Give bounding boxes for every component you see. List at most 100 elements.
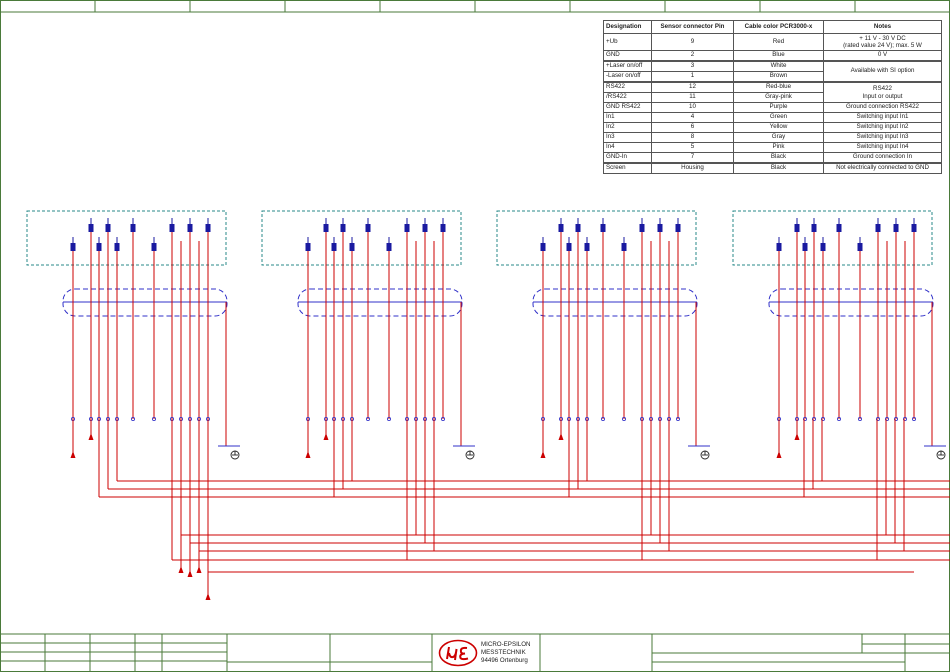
arrow-head — [323, 433, 329, 440]
header-notes: Notes — [823, 20, 942, 34]
connector-body — [305, 243, 311, 251]
cell-pin: 7 — [651, 152, 734, 164]
company-address: MICRO-EPSILON MESSTECHNIK 94496 Ortenbur… — [481, 641, 531, 666]
arrow-head — [70, 451, 76, 458]
table-row: GND-In 7 Black Ground connection In — [603, 152, 942, 164]
connector-body — [811, 224, 817, 232]
cell-pin: 8 — [651, 132, 734, 143]
connector-body — [323, 224, 329, 232]
cell-pin: 4 — [651, 112, 734, 123]
cell-color: Purple — [733, 102, 824, 113]
table-row: Screen Housing Black Not electrically co… — [603, 162, 942, 174]
connector-body — [802, 243, 808, 251]
connector-body — [151, 243, 157, 251]
cell-color: Black — [733, 162, 824, 174]
cell-notes: 0 V — [823, 50, 942, 62]
cell-designation: +Ub — [603, 33, 652, 51]
cell-pin: 9 — [651, 33, 734, 51]
cell-color: Gray — [733, 132, 824, 143]
connector-body — [365, 224, 371, 232]
table-header-row: Designation Sensor connector Pin Cable c… — [603, 20, 942, 34]
connector-body — [600, 224, 606, 232]
cell-notes: Ground connection RS422 — [823, 102, 942, 113]
cell-pin: 10 — [651, 102, 734, 113]
cell-notes: Ground connection In — [823, 152, 942, 164]
notes-line: + 11 V - 30 V DC — [859, 34, 906, 42]
terminal — [912, 416, 917, 421]
cell-designation: RS422 — [603, 81, 652, 93]
sensor-box — [496, 210, 697, 266]
notes-line: (rated value 24 V); max. 5 W — [843, 42, 922, 49]
cell-pin: 1 — [651, 71, 734, 83]
connector-body — [675, 224, 681, 232]
sensor-groups — [26, 210, 946, 460]
connector-body — [331, 243, 337, 251]
arrow-head — [196, 566, 202, 573]
table-row: In2 6 Yellow Switching input In2 — [603, 122, 942, 133]
pin-assignment-table: Designation Sensor connector Pin Cable c… — [603, 20, 942, 174]
cell-pin: 6 — [651, 122, 734, 133]
cell-notes: Switching input In4 — [823, 142, 942, 153]
company-name-line: MESSTECHNIK — [481, 649, 526, 657]
cell-notes: Switching input In3 — [823, 132, 942, 143]
arrow-head — [558, 433, 564, 440]
terminal — [903, 416, 908, 421]
arrow-head — [88, 433, 94, 440]
terminal — [876, 416, 881, 421]
cell-color: Red-blue — [733, 81, 824, 93]
terminal — [676, 416, 681, 421]
arrow-head — [187, 570, 193, 577]
cell-pin: 11 — [651, 92, 734, 103]
header-color: Cable color PCR3000-x — [733, 20, 824, 34]
connector-body — [70, 243, 76, 251]
arrow-head — [794, 433, 800, 440]
table-row: +Ub 9 Red + 11 V - 30 V DC(rated value 2… — [603, 33, 942, 51]
connector-body — [875, 224, 881, 232]
notes-line: RS422 — [873, 84, 892, 92]
connector-body — [584, 243, 590, 251]
terminal — [622, 416, 627, 421]
terminal — [440, 416, 445, 421]
connector-body — [114, 243, 120, 251]
connector-body — [639, 224, 645, 232]
connector-body — [187, 224, 193, 232]
header-pin: Sensor connector Pin — [651, 20, 734, 34]
connector-body — [820, 243, 826, 251]
cell-designation: Screen — [603, 162, 652, 174]
connector-body — [657, 224, 663, 232]
cell-notes: Switching input In1 — [823, 112, 942, 123]
cell-designation: GND-In — [603, 152, 652, 164]
connector-body — [96, 243, 102, 251]
terminal — [130, 416, 135, 421]
cell-pin: 5 — [651, 142, 734, 153]
company-logo-block: MICRO-EPSILON MESSTECHNIK 94496 Ortenbur… — [434, 636, 538, 670]
terminal — [386, 416, 391, 421]
connector-body — [794, 224, 800, 232]
cell-color: Pink — [733, 142, 824, 153]
connector-body — [440, 224, 446, 232]
connector-body — [404, 224, 410, 232]
sensor-box — [26, 210, 227, 266]
connector-body — [422, 224, 428, 232]
cell-notes: Available with SI option — [823, 60, 942, 83]
arrow-head — [776, 451, 782, 458]
cell-designation: In4 — [603, 142, 652, 153]
arrow-head — [205, 593, 211, 600]
terminal — [894, 416, 899, 421]
cell-color: Red — [733, 33, 824, 51]
cell-color: Gray-pink — [733, 92, 824, 103]
cell-color: Blue — [733, 50, 824, 62]
bus-lines — [98, 419, 950, 600]
cell-color: White — [733, 60, 824, 72]
cell-pin: Housing — [651, 162, 734, 174]
connector-body — [575, 224, 581, 232]
connector-body — [893, 224, 899, 232]
table-row: In4 5 Pink Switching input In4 — [603, 142, 942, 153]
notes-line: Input or output — [862, 92, 903, 100]
terminal — [821, 416, 826, 421]
connector-body — [88, 224, 94, 232]
connector-body — [105, 224, 111, 232]
cell-designation: +Laser on/off — [603, 60, 652, 72]
